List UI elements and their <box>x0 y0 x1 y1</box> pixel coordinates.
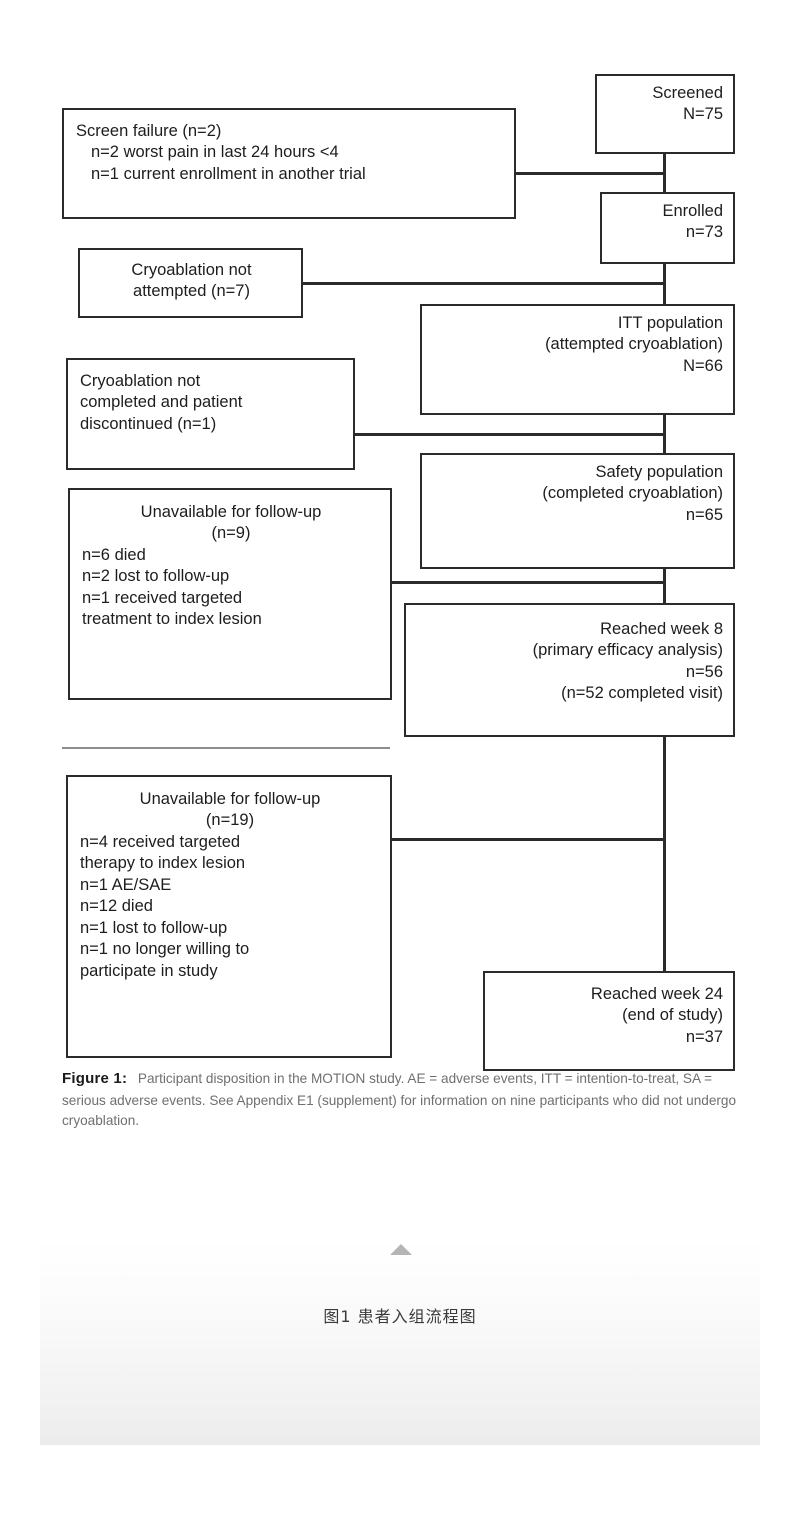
node-screened-label: Screened <box>652 84 723 102</box>
node-screenfail-line2: n=2 worst pain in last 24 hours <4 <box>91 143 339 162</box>
branch-week8-to-unavailable19 <box>390 838 665 841</box>
connector-safety-week8 <box>663 568 666 604</box>
figure-caption-text: Participant disposition in the MOTION st… <box>62 1071 737 1129</box>
page-background-panel <box>40 1240 760 1445</box>
node-unavailable-followup-9: Unavailable for follow-up (n=9) n=6 died… <box>68 488 392 700</box>
node-unavail9-line2: (n=9) <box>211 524 251 543</box>
branch-itt-to-notcompleted <box>353 433 665 436</box>
triangle-up-icon[interactable] <box>390 1244 412 1255</box>
node-week8-value: n=56 <box>685 662 723 681</box>
node-itt-population: ITT population (attempted cryoablation) … <box>420 304 735 415</box>
node-screenfail-line1: Screen failure (n=2) <box>76 122 222 140</box>
node-unavail9-line6: treatment to index lesion <box>82 610 262 629</box>
node-unavail19-line8: n=1 no longer willing to <box>80 940 250 959</box>
node-safety-value: n=65 <box>685 505 723 524</box>
node-week24-value: n=37 <box>685 1027 723 1046</box>
node-notattempted-line2: attempted (n=7) <box>133 282 250 301</box>
node-unavail9-line5: n=1 received targeted <box>82 588 243 607</box>
node-unavail19-line4: therapy to index lesion <box>80 854 246 873</box>
node-week8-label: Reached week 8 <box>600 620 723 638</box>
node-safety-population: Safety population (completed cryoablatio… <box>420 453 735 569</box>
node-reached-week-8: Reached week 8 (primary efficacy analysi… <box>404 603 735 737</box>
node-unavail19-line7: n=1 lost to follow-up <box>80 918 228 937</box>
node-screened-value: N=75 <box>683 105 723 124</box>
node-notcompleted-line2: completed and patient <box>80 393 243 412</box>
node-enrolled-label: Enrolled <box>662 202 723 220</box>
node-week24-label: Reached week 24 <box>590 985 723 1003</box>
node-unavail19-line3: n=4 received targeted <box>80 832 241 851</box>
node-unavail9-line3: n=6 died <box>82 545 146 564</box>
flowchart-diagram: Screened N=75 Enrolled n=73 ITT populati… <box>62 74 735 1071</box>
node-itt-value: N=66 <box>683 356 723 375</box>
node-week8-extra: (n=52 completed visit) <box>561 684 723 703</box>
node-cryoablation-not-attempted: Cryoablation not attempted (n=7) <box>78 248 303 318</box>
node-notattempted-line1: Cryoablation not <box>131 261 252 279</box>
node-screen-failure: Screen failure (n=2) n=2 worst pain in l… <box>62 108 516 219</box>
chinese-figure-caption: 图1 患者入组流程图 <box>323 1307 477 1326</box>
node-screened: Screened N=75 <box>595 74 735 154</box>
node-unavail9-line4: n=2 lost to follow-up <box>82 567 230 586</box>
node-unavail19-line6: n=12 died <box>80 897 153 916</box>
node-cryoablation-not-completed: Cryoablation not completed and patient d… <box>66 358 355 470</box>
connector-week8-week24 <box>663 736 666 972</box>
branch-screened-to-screenfail <box>514 172 665 175</box>
node-week8-sublabel: (primary efficacy analysis) <box>532 641 723 660</box>
node-notcompleted-line1: Cryoablation not <box>80 372 201 390</box>
node-unavail19-line5: n=1 AE/SAE <box>80 875 172 894</box>
node-enrolled: Enrolled n=73 <box>600 192 735 264</box>
node-unavailable-followup-19: Unavailable for follow-up (n=19) n=4 rec… <box>66 775 392 1058</box>
node-unavail19-line1: Unavailable for follow-up <box>139 790 321 808</box>
node-safety-label: Safety population <box>595 463 723 481</box>
branch-safety-to-unavailable9 <box>390 581 665 584</box>
node-reached-week-24: Reached week 24 (end of study) n=37 <box>483 971 735 1071</box>
node-notcompleted-line3: discontinued (n=1) <box>80 414 217 433</box>
node-unavail9-line1: Unavailable for follow-up <box>140 503 322 521</box>
node-unavail19-line2: (n=19) <box>205 811 255 830</box>
node-itt-sublabel: (attempted cryoablation) <box>545 335 723 354</box>
section-divider-rule <box>62 747 390 749</box>
node-enrolled-value: n=73 <box>685 223 723 242</box>
node-safety-sublabel: (completed cryoablation) <box>542 484 723 503</box>
figure-caption: Figure 1: Participant disposition in the… <box>62 1068 740 1132</box>
node-screenfail-line3: n=1 current enrollment in another trial <box>91 164 366 183</box>
branch-enrolled-to-notattempted <box>301 282 665 285</box>
node-unavail19-line9: participate in study <box>80 961 218 980</box>
figure-caption-label: Figure 1: <box>62 1070 128 1087</box>
node-week24-sublabel: (end of study) <box>622 1006 723 1025</box>
node-itt-label: ITT population <box>617 314 723 332</box>
